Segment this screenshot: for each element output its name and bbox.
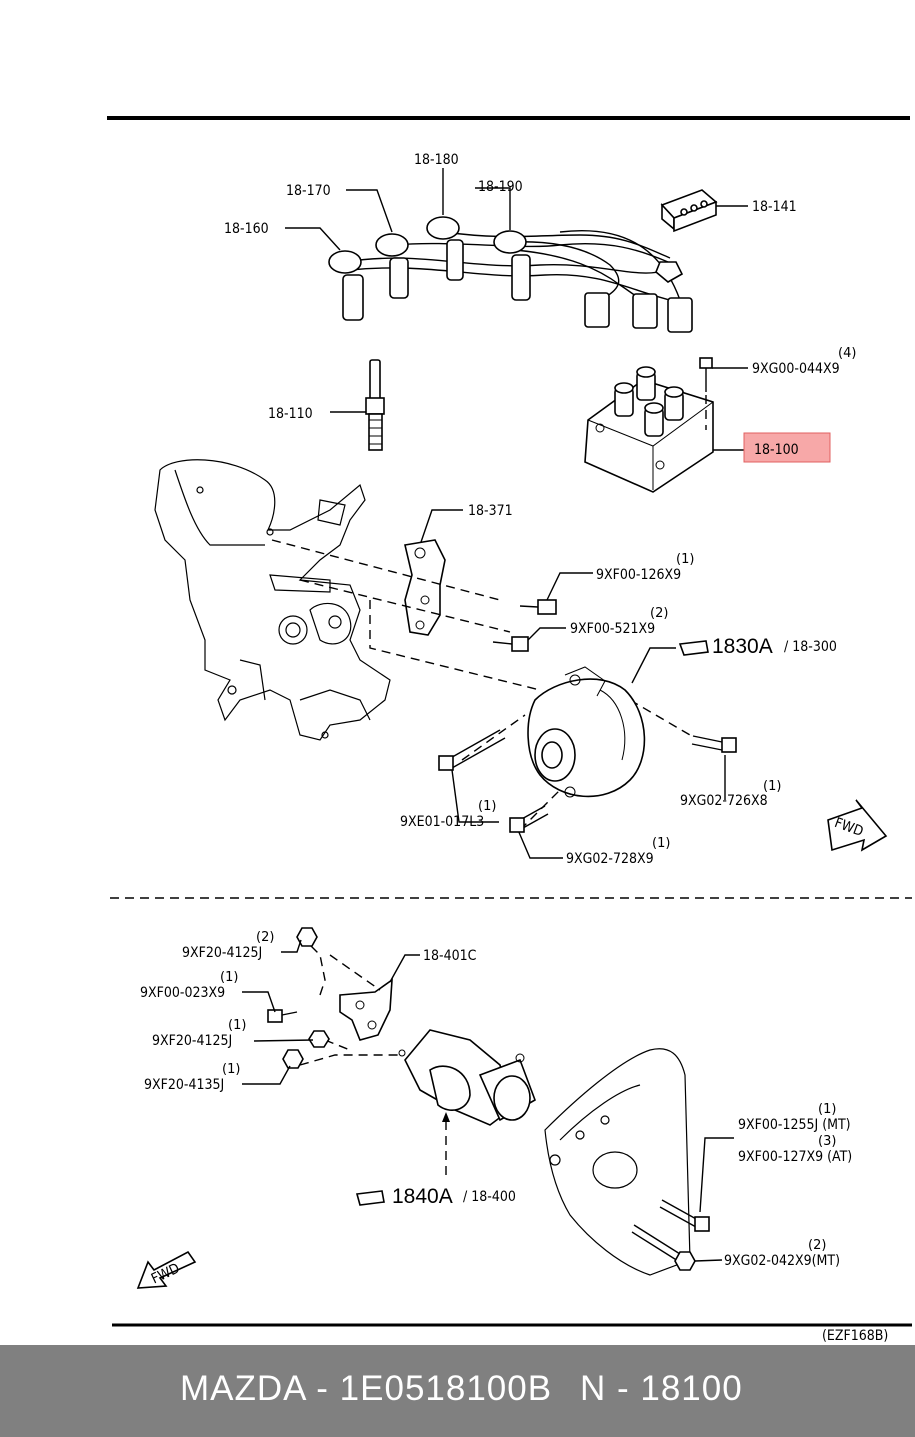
label-18-190: 18-190 — [478, 179, 523, 195]
coil-highlight — [743, 432, 831, 463]
fwd-arrow-top — [827, 799, 888, 852]
fwd-arrow-bottom — [136, 1250, 197, 1289]
leader-lines-bottom — [242, 939, 734, 1262]
qty-9xe01-017l3: (1) — [478, 799, 496, 814]
label-9xg02-042x9: 9XG02-042X9(MT) — [724, 1253, 840, 1269]
label-9xg02-728x9: 9XG02-728X9 — [566, 851, 654, 867]
label-9xf00-126x9: 9XF00-126X9 — [596, 567, 681, 583]
assembly-guides-top — [271, 539, 691, 831]
label-9xf20-4135j: 9XF20-4135J — [144, 1077, 224, 1093]
starter-bracket — [299, 944, 400, 1066]
label-18-401c: 18-401C — [423, 948, 477, 964]
qty-9xf20-4125j-mid: (1) — [228, 1018, 246, 1033]
label-9xf20-4125j-mid: 9XF20-4125J — [152, 1033, 232, 1049]
qty-9xg02-728x9: (1) — [652, 836, 670, 851]
label-18-180: 18-180 — [414, 152, 459, 168]
qty-9xf00-521x9: (2) — [650, 606, 668, 621]
fwd-label-bottom: FWD — [149, 1260, 182, 1287]
alternator-bracket — [404, 539, 446, 636]
label-18-110: 18-110 — [268, 406, 313, 422]
starter-motor — [398, 1029, 536, 1175]
qty-9xf20-4135j: (1) — [222, 1062, 240, 1077]
qty-9xg00-044x9: (4) — [838, 346, 856, 361]
part-number-footer: MAZDA - 1E0518100B N - 18100 — [0, 1345, 915, 1437]
label-18-371: 18-371 — [468, 503, 513, 519]
label-9xf20-4125j-top: 9XF20-4125J — [182, 945, 262, 961]
ignition-wire-set — [328, 189, 718, 333]
qty-9xf00-023x9: (1) — [220, 970, 238, 985]
ref-18-300: / 18-300 — [784, 639, 837, 655]
alternator — [527, 666, 646, 798]
starter-fasteners — [267, 927, 710, 1271]
reference-pointers — [355, 640, 709, 1206]
label-18-160: 18-160 — [224, 221, 269, 237]
qty-9xg02-726x8: (1) — [763, 779, 781, 794]
footer-part-number: MAZDA - 1E0518100B — [180, 1369, 553, 1408]
ref-1840a: 1840A — [392, 1185, 453, 1208]
qty-9xg02-042x9: (2) — [808, 1238, 826, 1253]
ref-18-400: / 18-400 — [463, 1189, 516, 1205]
qty-9xf00-127x9: (3) — [818, 1134, 836, 1149]
ignition-coil — [584, 357, 714, 493]
qty-9xf00-126x9: (1) — [676, 552, 694, 567]
label-9xe01-017l3: 9XE01-017L3 — [400, 814, 484, 830]
leader-lines-top — [285, 168, 748, 859]
ref-1830a: 1830A — [712, 635, 773, 658]
alternator-bolts — [438, 729, 737, 833]
parts-diagram: 18-180 18-170 18-190 18-160 18-141 18-11… — [107, 116, 912, 1344]
footer-oem-code: N - 18100 — [580, 1369, 743, 1408]
label-9xg02-726x8: 9XG02-726X8 — [680, 793, 768, 809]
transmission-housing — [544, 1048, 691, 1276]
label-9xf00-1255j: 9XF00-1255J (MT) — [738, 1117, 851, 1133]
engine-block — [154, 459, 391, 741]
label-9xf00-023x9: 9XF00-023X9 — [140, 985, 225, 1001]
label-9xf00-521x9: 9XF00-521X9 — [570, 621, 655, 637]
label-18-100: 18-100 — [754, 442, 799, 458]
qty-9xf00-1255j: (1) — [818, 1102, 836, 1117]
label-9xf00-127x9: 9XF00-127X9 (AT) — [738, 1149, 852, 1165]
labels: 18-180 18-170 18-190 18-160 18-141 18-11… — [140, 152, 888, 1344]
label-18-141: 18-141 — [752, 199, 797, 215]
label-18-170: 18-170 — [286, 183, 331, 199]
label-9xg00-044x9: 9XG00-044X9 — [752, 361, 840, 377]
diagram-ref-code: (EZF168B) — [822, 1328, 888, 1344]
qty-9xf20-4125j-top: (2) — [256, 930, 274, 945]
spark-plug — [365, 359, 385, 451]
bracket-bolts — [492, 599, 557, 652]
